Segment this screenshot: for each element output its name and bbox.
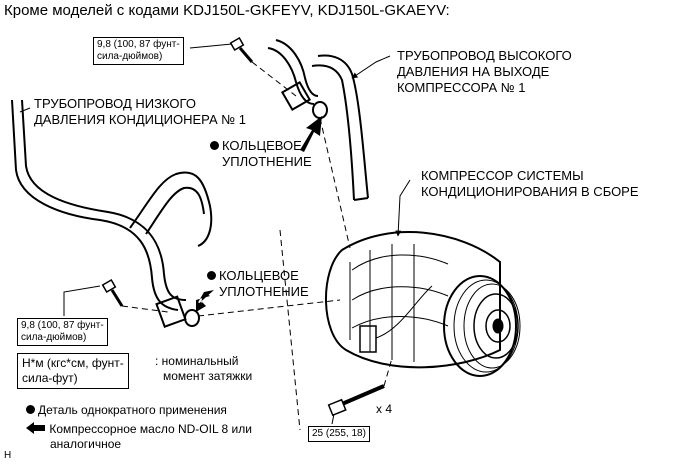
o-ring-lower-line2: УПЛОТНЕНИЕ bbox=[219, 284, 309, 299]
non-reusable-dot-icon bbox=[207, 271, 216, 280]
bolt-compressor bbox=[327, 384, 385, 417]
label-o-ring-lower: КОЛЬЦЕВОЕ УПЛОТНЕНИЕ bbox=[207, 268, 309, 300]
low-pipe-flange bbox=[155, 295, 187, 328]
torque-compressor-value: 25 (255, 18) bbox=[312, 428, 366, 439]
legend-non-reusable: Деталь однократного применения bbox=[26, 402, 227, 418]
bolt-top bbox=[229, 37, 254, 63]
legend-unit-line2: сила-фут) bbox=[22, 371, 78, 385]
legend-oil-line2: аналогичное bbox=[50, 437, 122, 451]
torque-box-compressor: 25 (255, 18) bbox=[308, 426, 370, 442]
legend-unit-desc-line2: момент затяжки bbox=[163, 369, 253, 383]
legend-unit-line1: Н*м (кгс*см, фунт- bbox=[22, 356, 124, 370]
torque-box-left: 9,8 (100, 87 фунт- сила-дюймов) bbox=[17, 318, 108, 346]
o-ring-lower-line1: КОЛЬЦЕВОЕ bbox=[219, 268, 299, 283]
legend-unit-description: : номинальный момент затяжки bbox=[155, 354, 252, 384]
page-title: Кроме моделей с кодами KDJ150L-GKFEYV, K… bbox=[4, 2, 450, 19]
compressor-line2: КОНДИЦИОНИРОВАНИЯ В СБОРЕ bbox=[421, 184, 639, 199]
legend-unit-desc-line1: : номинальный bbox=[155, 354, 239, 368]
high-pipe-line3: КОМПРЕССОРА № 1 bbox=[397, 80, 526, 95]
compressor-pulley bbox=[443, 275, 521, 377]
non-reusable-dot-icon bbox=[210, 141, 219, 150]
corner-mark: H bbox=[4, 450, 12, 461]
legend-oil: Компрессорное масло ND-OIL 8 или аналоги… bbox=[26, 422, 252, 452]
legend-non-reusable-text: Деталь однократного применения bbox=[38, 403, 227, 417]
non-reusable-dot-icon bbox=[26, 405, 35, 414]
label-compressor: КОМПРЕССОР СИСТЕМЫ КОНДИЦИОНИРОВАНИЯ В С… bbox=[421, 168, 639, 200]
legend-oil-line1: Компрессорное масло ND-OIL 8 или bbox=[49, 422, 252, 436]
compressor-body bbox=[325, 231, 501, 369]
oil-arrow-lower bbox=[196, 290, 214, 306]
low-pipe-line2: ДАВЛЕНИЯ КОНДИЦИОНЕРА № 1 bbox=[34, 112, 247, 127]
torque-left-line1: 9,8 (100, 87 фунт- bbox=[21, 320, 104, 331]
label-o-ring-upper: КОЛЬЦЕВОЕ УПЛОТНЕНИЕ bbox=[210, 138, 312, 170]
high-pipe-line2: ДАВЛЕНИЯ НА ВЫХОДЕ bbox=[397, 64, 550, 79]
torque-top-line1: 9,8 (100, 87 фунт- bbox=[97, 39, 180, 50]
bolt-left bbox=[101, 279, 124, 307]
torque-left-line2: сила-дюймов) bbox=[21, 332, 87, 343]
o-ring-upper bbox=[312, 101, 328, 119]
bolt-count: x 4 bbox=[376, 402, 393, 416]
legend-unit-box: Н*м (кгс*см, фунт- сила-фут) bbox=[17, 353, 129, 389]
label-low-pressure-pipe: ТРУБОПРОВОД НИЗКОГО ДАВЛЕНИЯ КОНДИЦИОНЕР… bbox=[34, 96, 246, 128]
label-high-pressure-pipe: ТРУБОПРОВОД ВЫСОКОГО ДАВЛЕНИЯ НА ВЫХОДЕ … bbox=[397, 48, 572, 96]
high-pipe-flange bbox=[280, 80, 312, 112]
o-ring-lower bbox=[184, 309, 200, 327]
low-pressure-pipe bbox=[11, 99, 213, 311]
torque-box-top: 9,8 (100, 87 фунт- сила-дюймов) bbox=[93, 37, 184, 65]
o-ring-upper-line2: УПЛОТНЕНИЕ bbox=[222, 154, 312, 169]
low-pipe-line1: ТРУБОПРОВОД НИЗКОГО bbox=[34, 96, 196, 111]
torque-top-line2: сила-дюймов) bbox=[97, 51, 163, 62]
high-pipe-line1: ТРУБОПРОВОД ВЫСОКОГО bbox=[397, 48, 572, 63]
o-ring-upper-line1: КОЛЬЦЕВОЕ bbox=[222, 138, 302, 153]
oil-arrow-upper bbox=[300, 116, 322, 152]
compressor-line1: КОМПРЕССОР СИСТЕМЫ bbox=[421, 168, 584, 183]
oil-arrow-icon bbox=[26, 422, 45, 434]
